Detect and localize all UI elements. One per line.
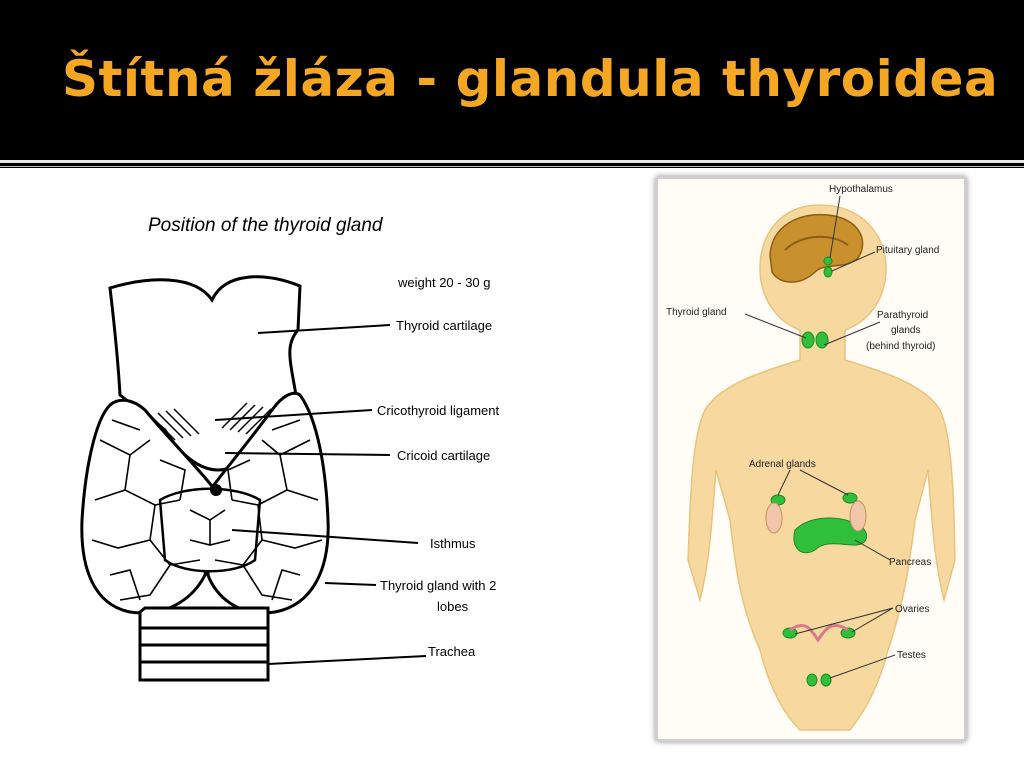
thyroid-gland-left	[801, 331, 815, 349]
label-hypothalamus: Hypothalamus	[829, 184, 893, 195]
right-leader-lines	[744, 195, 896, 679]
weight-text: weight 20 - 30 g	[397, 275, 491, 290]
diagram-title: Position of the thyroid gland	[148, 215, 384, 236]
label-thyroid-cartilage: Thyroid cartilage	[396, 318, 492, 333]
label-thyroid-gland-lobes: Thyroid gland with 2	[380, 578, 496, 593]
kidney-right	[849, 500, 867, 532]
leader-lines	[214, 324, 427, 665]
endocrine-glands	[770, 256, 868, 687]
adrenal-right	[842, 492, 858, 504]
label-trachea: Trachea	[428, 644, 476, 659]
label-cricoid-cartilage: Cricoid cartilage	[397, 448, 490, 463]
label-parathyroid: Parathyroid	[877, 310, 928, 321]
thyroid-gland-right	[815, 331, 829, 349]
pituitary-gland	[823, 266, 833, 278]
label-thyroid: Thyroid gland	[666, 307, 727, 318]
uterus-shape	[789, 624, 849, 643]
testis-right	[820, 673, 832, 687]
header-divider	[0, 160, 1024, 163]
slide-header: Štítná žláza - glandula thyroidea	[0, 0, 1024, 160]
hypothalamus-gland	[823, 256, 833, 266]
pancreas-gland	[793, 517, 868, 554]
label-pituitary: Pituitary gland	[876, 245, 939, 256]
testis-left	[806, 673, 818, 687]
label-ovaries: Ovaries	[895, 604, 929, 615]
label-testes: Testes	[897, 650, 926, 661]
ovary-right	[840, 627, 856, 639]
label-cricothyroid-ligament: Cricothyroid ligament	[377, 403, 499, 418]
label-parathyroid-3: (behind thyroid)	[866, 341, 935, 352]
label-thyroid-gland-lobes-2: lobes	[437, 599, 469, 614]
slide-title: Štítná žláza - glandula thyroidea	[62, 50, 999, 108]
brain-shape	[769, 213, 864, 283]
gland-texture	[91, 419, 323, 601]
trachea-shape	[138, 606, 270, 682]
kidney-left	[765, 502, 783, 534]
label-parathyroid-2: glands	[891, 325, 920, 336]
cricoid-dot	[210, 484, 222, 496]
label-isthmus: Isthmus	[430, 536, 476, 551]
brain-fold	[784, 235, 849, 251]
header-divider-thin	[0, 166, 1024, 167]
body-silhouette	[687, 204, 956, 731]
label-pancreas: Pancreas	[889, 557, 931, 568]
label-adrenal: Adrenal glands	[749, 459, 816, 470]
